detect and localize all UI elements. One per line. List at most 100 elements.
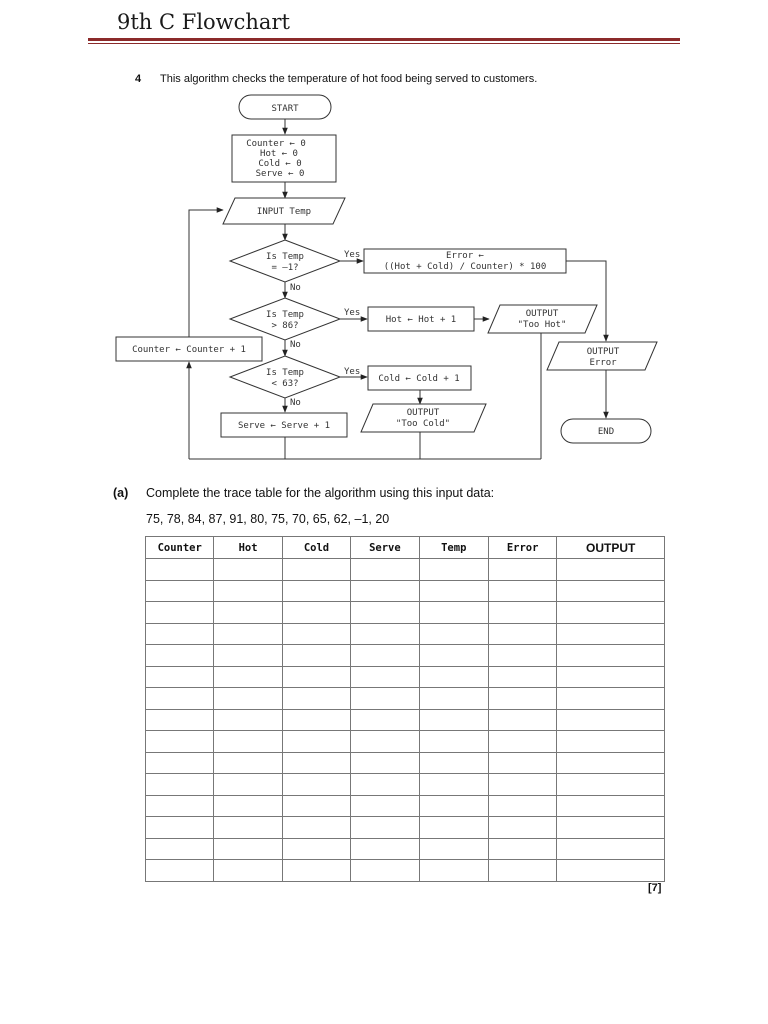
table-cell[interactable] bbox=[487, 687, 558, 710]
table-cell[interactable] bbox=[487, 601, 558, 624]
table-cell[interactable] bbox=[418, 579, 489, 602]
table-cell[interactable] bbox=[350, 665, 420, 688]
table-cell[interactable] bbox=[144, 794, 215, 817]
table-cell[interactable] bbox=[487, 708, 558, 731]
table-cell[interactable] bbox=[144, 665, 215, 688]
table-cell[interactable] bbox=[418, 837, 489, 860]
table-cell[interactable] bbox=[281, 579, 352, 602]
table-cell[interactable] bbox=[281, 601, 352, 624]
table-cell[interactable] bbox=[144, 773, 215, 796]
table-cell[interactable] bbox=[487, 751, 558, 774]
table-cell[interactable] bbox=[281, 730, 352, 753]
table-cell[interactable] bbox=[213, 601, 283, 624]
table-cell[interactable] bbox=[556, 665, 665, 688]
table-cell[interactable] bbox=[350, 644, 420, 667]
table-cell[interactable] bbox=[487, 558, 558, 581]
table-cell[interactable] bbox=[350, 837, 420, 860]
table-cell[interactable] bbox=[144, 859, 215, 882]
table-cell[interactable] bbox=[350, 730, 420, 753]
table-cell[interactable] bbox=[144, 730, 215, 753]
table-cell[interactable] bbox=[487, 773, 558, 796]
table-cell[interactable] bbox=[144, 687, 215, 710]
table-cell[interactable] bbox=[144, 816, 215, 839]
table-cell[interactable] bbox=[350, 558, 420, 581]
table-cell[interactable] bbox=[418, 601, 489, 624]
table-cell[interactable] bbox=[487, 579, 558, 602]
table-cell[interactable] bbox=[213, 708, 283, 731]
table-cell[interactable] bbox=[418, 751, 489, 774]
table-cell[interactable] bbox=[213, 622, 283, 645]
table-cell[interactable] bbox=[556, 751, 665, 774]
table-cell[interactable] bbox=[487, 730, 558, 753]
table-cell[interactable] bbox=[144, 601, 215, 624]
table-cell[interactable] bbox=[213, 859, 283, 882]
table-cell[interactable] bbox=[487, 644, 558, 667]
table-cell[interactable] bbox=[556, 773, 665, 796]
table-cell[interactable] bbox=[213, 665, 283, 688]
table-cell[interactable] bbox=[418, 665, 489, 688]
table-cell[interactable] bbox=[281, 558, 352, 581]
table-cell[interactable] bbox=[556, 601, 665, 624]
table-cell[interactable] bbox=[213, 644, 283, 667]
table-cell[interactable] bbox=[418, 730, 489, 753]
table-cell[interactable] bbox=[281, 687, 352, 710]
table-cell[interactable] bbox=[487, 859, 558, 882]
table-cell[interactable] bbox=[213, 730, 283, 753]
table-cell[interactable] bbox=[556, 837, 665, 860]
table-cell[interactable] bbox=[350, 687, 420, 710]
table-cell[interactable] bbox=[556, 558, 665, 581]
table-cell[interactable] bbox=[213, 816, 283, 839]
table-cell[interactable] bbox=[281, 859, 352, 882]
table-cell[interactable] bbox=[144, 751, 215, 774]
table-cell[interactable] bbox=[350, 859, 420, 882]
table-cell[interactable] bbox=[487, 837, 558, 860]
table-cell[interactable] bbox=[350, 816, 420, 839]
table-cell[interactable] bbox=[281, 708, 352, 731]
table-cell[interactable] bbox=[281, 816, 352, 839]
table-cell[interactable] bbox=[213, 794, 283, 817]
table-cell[interactable] bbox=[350, 773, 420, 796]
table-cell[interactable] bbox=[556, 816, 665, 839]
table-cell[interactable] bbox=[556, 644, 665, 667]
table-cell[interactable] bbox=[418, 644, 489, 667]
table-cell[interactable] bbox=[281, 622, 352, 645]
table-cell[interactable] bbox=[213, 837, 283, 860]
table-cell[interactable] bbox=[487, 665, 558, 688]
table-cell[interactable] bbox=[144, 708, 215, 731]
table-cell[interactable] bbox=[350, 601, 420, 624]
table-cell[interactable] bbox=[556, 622, 665, 645]
table-cell[interactable] bbox=[281, 837, 352, 860]
table-cell[interactable] bbox=[350, 794, 420, 817]
table-cell[interactable] bbox=[350, 579, 420, 602]
table-cell[interactable] bbox=[487, 794, 558, 817]
table-cell[interactable] bbox=[418, 687, 489, 710]
table-cell[interactable] bbox=[418, 708, 489, 731]
table-cell[interactable] bbox=[213, 687, 283, 710]
table-cell[interactable] bbox=[350, 708, 420, 731]
table-cell[interactable] bbox=[213, 773, 283, 796]
table-cell[interactable] bbox=[487, 622, 558, 645]
table-cell[interactable] bbox=[213, 558, 283, 581]
table-cell[interactable] bbox=[418, 773, 489, 796]
table-cell[interactable] bbox=[144, 579, 215, 602]
table-cell[interactable] bbox=[556, 579, 665, 602]
table-cell[interactable] bbox=[418, 794, 489, 817]
table-cell[interactable] bbox=[487, 816, 558, 839]
table-cell[interactable] bbox=[144, 622, 215, 645]
table-cell[interactable] bbox=[281, 773, 352, 796]
table-cell[interactable] bbox=[556, 730, 665, 753]
table-cell[interactable] bbox=[281, 751, 352, 774]
table-cell[interactable] bbox=[281, 665, 352, 688]
table-cell[interactable] bbox=[144, 558, 215, 581]
table-cell[interactable] bbox=[418, 622, 489, 645]
table-cell[interactable] bbox=[556, 708, 665, 731]
table-cell[interactable] bbox=[350, 751, 420, 774]
table-cell[interactable] bbox=[556, 859, 665, 882]
table-cell[interactable] bbox=[418, 816, 489, 839]
table-cell[interactable] bbox=[418, 859, 489, 882]
table-cell[interactable] bbox=[144, 644, 215, 667]
table-cell[interactable] bbox=[281, 644, 352, 667]
table-cell[interactable] bbox=[350, 622, 420, 645]
table-cell[interactable] bbox=[556, 794, 665, 817]
table-cell[interactable] bbox=[144, 837, 215, 860]
